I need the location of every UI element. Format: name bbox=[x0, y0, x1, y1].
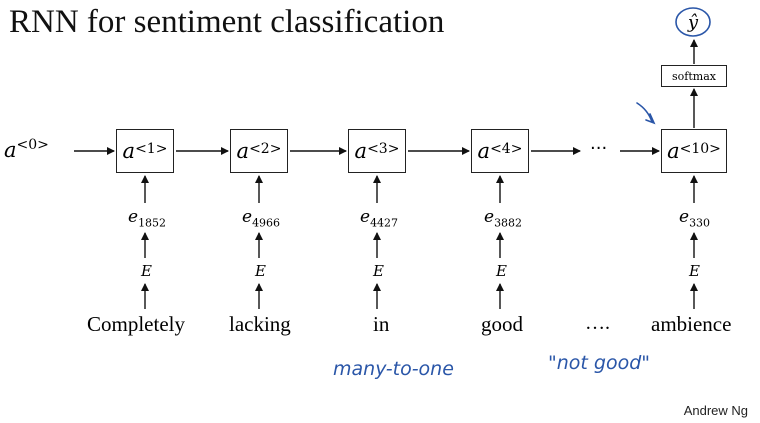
softmax-box: softmax bbox=[661, 65, 727, 87]
word-3: in bbox=[373, 312, 390, 336]
embedding-matrix-2: E bbox=[255, 262, 266, 280]
annotation-not-good: "not good" bbox=[548, 352, 651, 374]
pointer-stroke bbox=[636, 102, 656, 125]
slide-title: RNN for sentiment classification bbox=[9, 4, 445, 40]
embedding-matrix-10: E bbox=[689, 262, 700, 280]
hidden-node-1: a<1> bbox=[116, 129, 174, 173]
words-ellipsis: …. bbox=[585, 312, 610, 334]
annotation-many-to-one: many-to-one bbox=[333, 358, 454, 380]
word-1: Completely bbox=[87, 312, 185, 336]
embedding-10: e330 bbox=[679, 207, 711, 230]
hidden-ellipsis: ··· bbox=[590, 138, 608, 159]
word-2: lacking bbox=[229, 312, 291, 336]
embedding-matrix-3: E bbox=[373, 262, 384, 280]
embedding-1: e1852 bbox=[128, 207, 167, 230]
embedding-4: e3882 bbox=[484, 207, 523, 230]
word-4: good bbox=[481, 312, 523, 336]
yhat-circle-stroke bbox=[675, 7, 711, 37]
embedding-3: e4427 bbox=[360, 207, 399, 230]
hidden-node-10: a<10> bbox=[661, 129, 727, 173]
embedding-matrix-4: E bbox=[496, 262, 507, 280]
hidden-node-2: a<2> bbox=[230, 129, 288, 173]
embedding-2: e4966 bbox=[242, 207, 281, 230]
word-10: ambience bbox=[651, 312, 732, 336]
initial-activation: a<0> bbox=[4, 136, 49, 162]
embedding-matrix-1: E bbox=[141, 262, 152, 280]
hidden-node-3: a<3> bbox=[348, 129, 406, 173]
hidden-node-4: a<4> bbox=[471, 129, 529, 173]
output-yhat: ŷ bbox=[687, 11, 699, 33]
author-signature: Andrew Ng bbox=[683, 403, 748, 418]
